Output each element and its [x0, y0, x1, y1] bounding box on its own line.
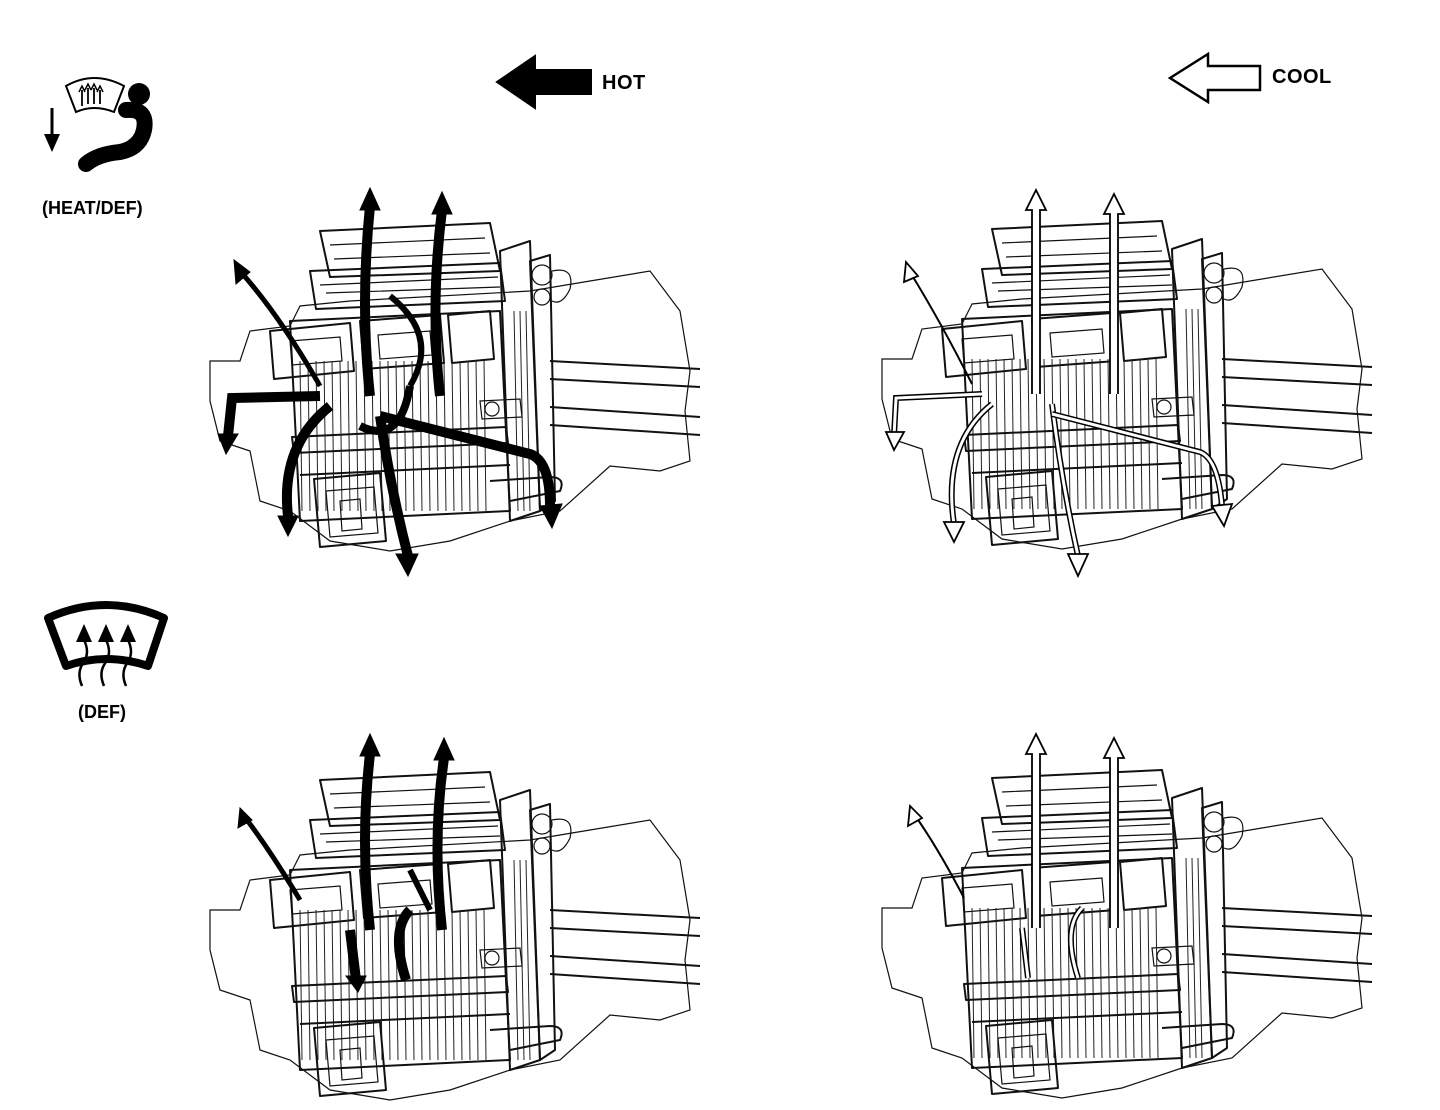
mode-label-heat-def: (HEAT/DEF) [42, 198, 143, 218]
heat-def-cool-diagram [881, 187, 1373, 579]
cool-arrow-icon [1167, 51, 1262, 105]
seat-with-defrost-icon [44, 77, 153, 172]
mode-label-def: (DEF) [78, 702, 126, 722]
hot-airflow-arrows [237, 732, 455, 993]
cool-airflow-arrows [884, 187, 1234, 579]
windshield-defrost-icon [44, 601, 168, 687]
hot-airflow-arrows [217, 186, 563, 578]
hot-label: HOT [602, 72, 646, 94]
cool-airflow-arrows [906, 731, 1126, 979]
cool-label: COOL [1272, 66, 1332, 88]
def-hot-diagram [209, 732, 701, 1101]
hot-arrow-icon [495, 54, 592, 110]
heat-def-hot-diagram [209, 186, 701, 578]
def-cool-diagram [881, 731, 1373, 1099]
